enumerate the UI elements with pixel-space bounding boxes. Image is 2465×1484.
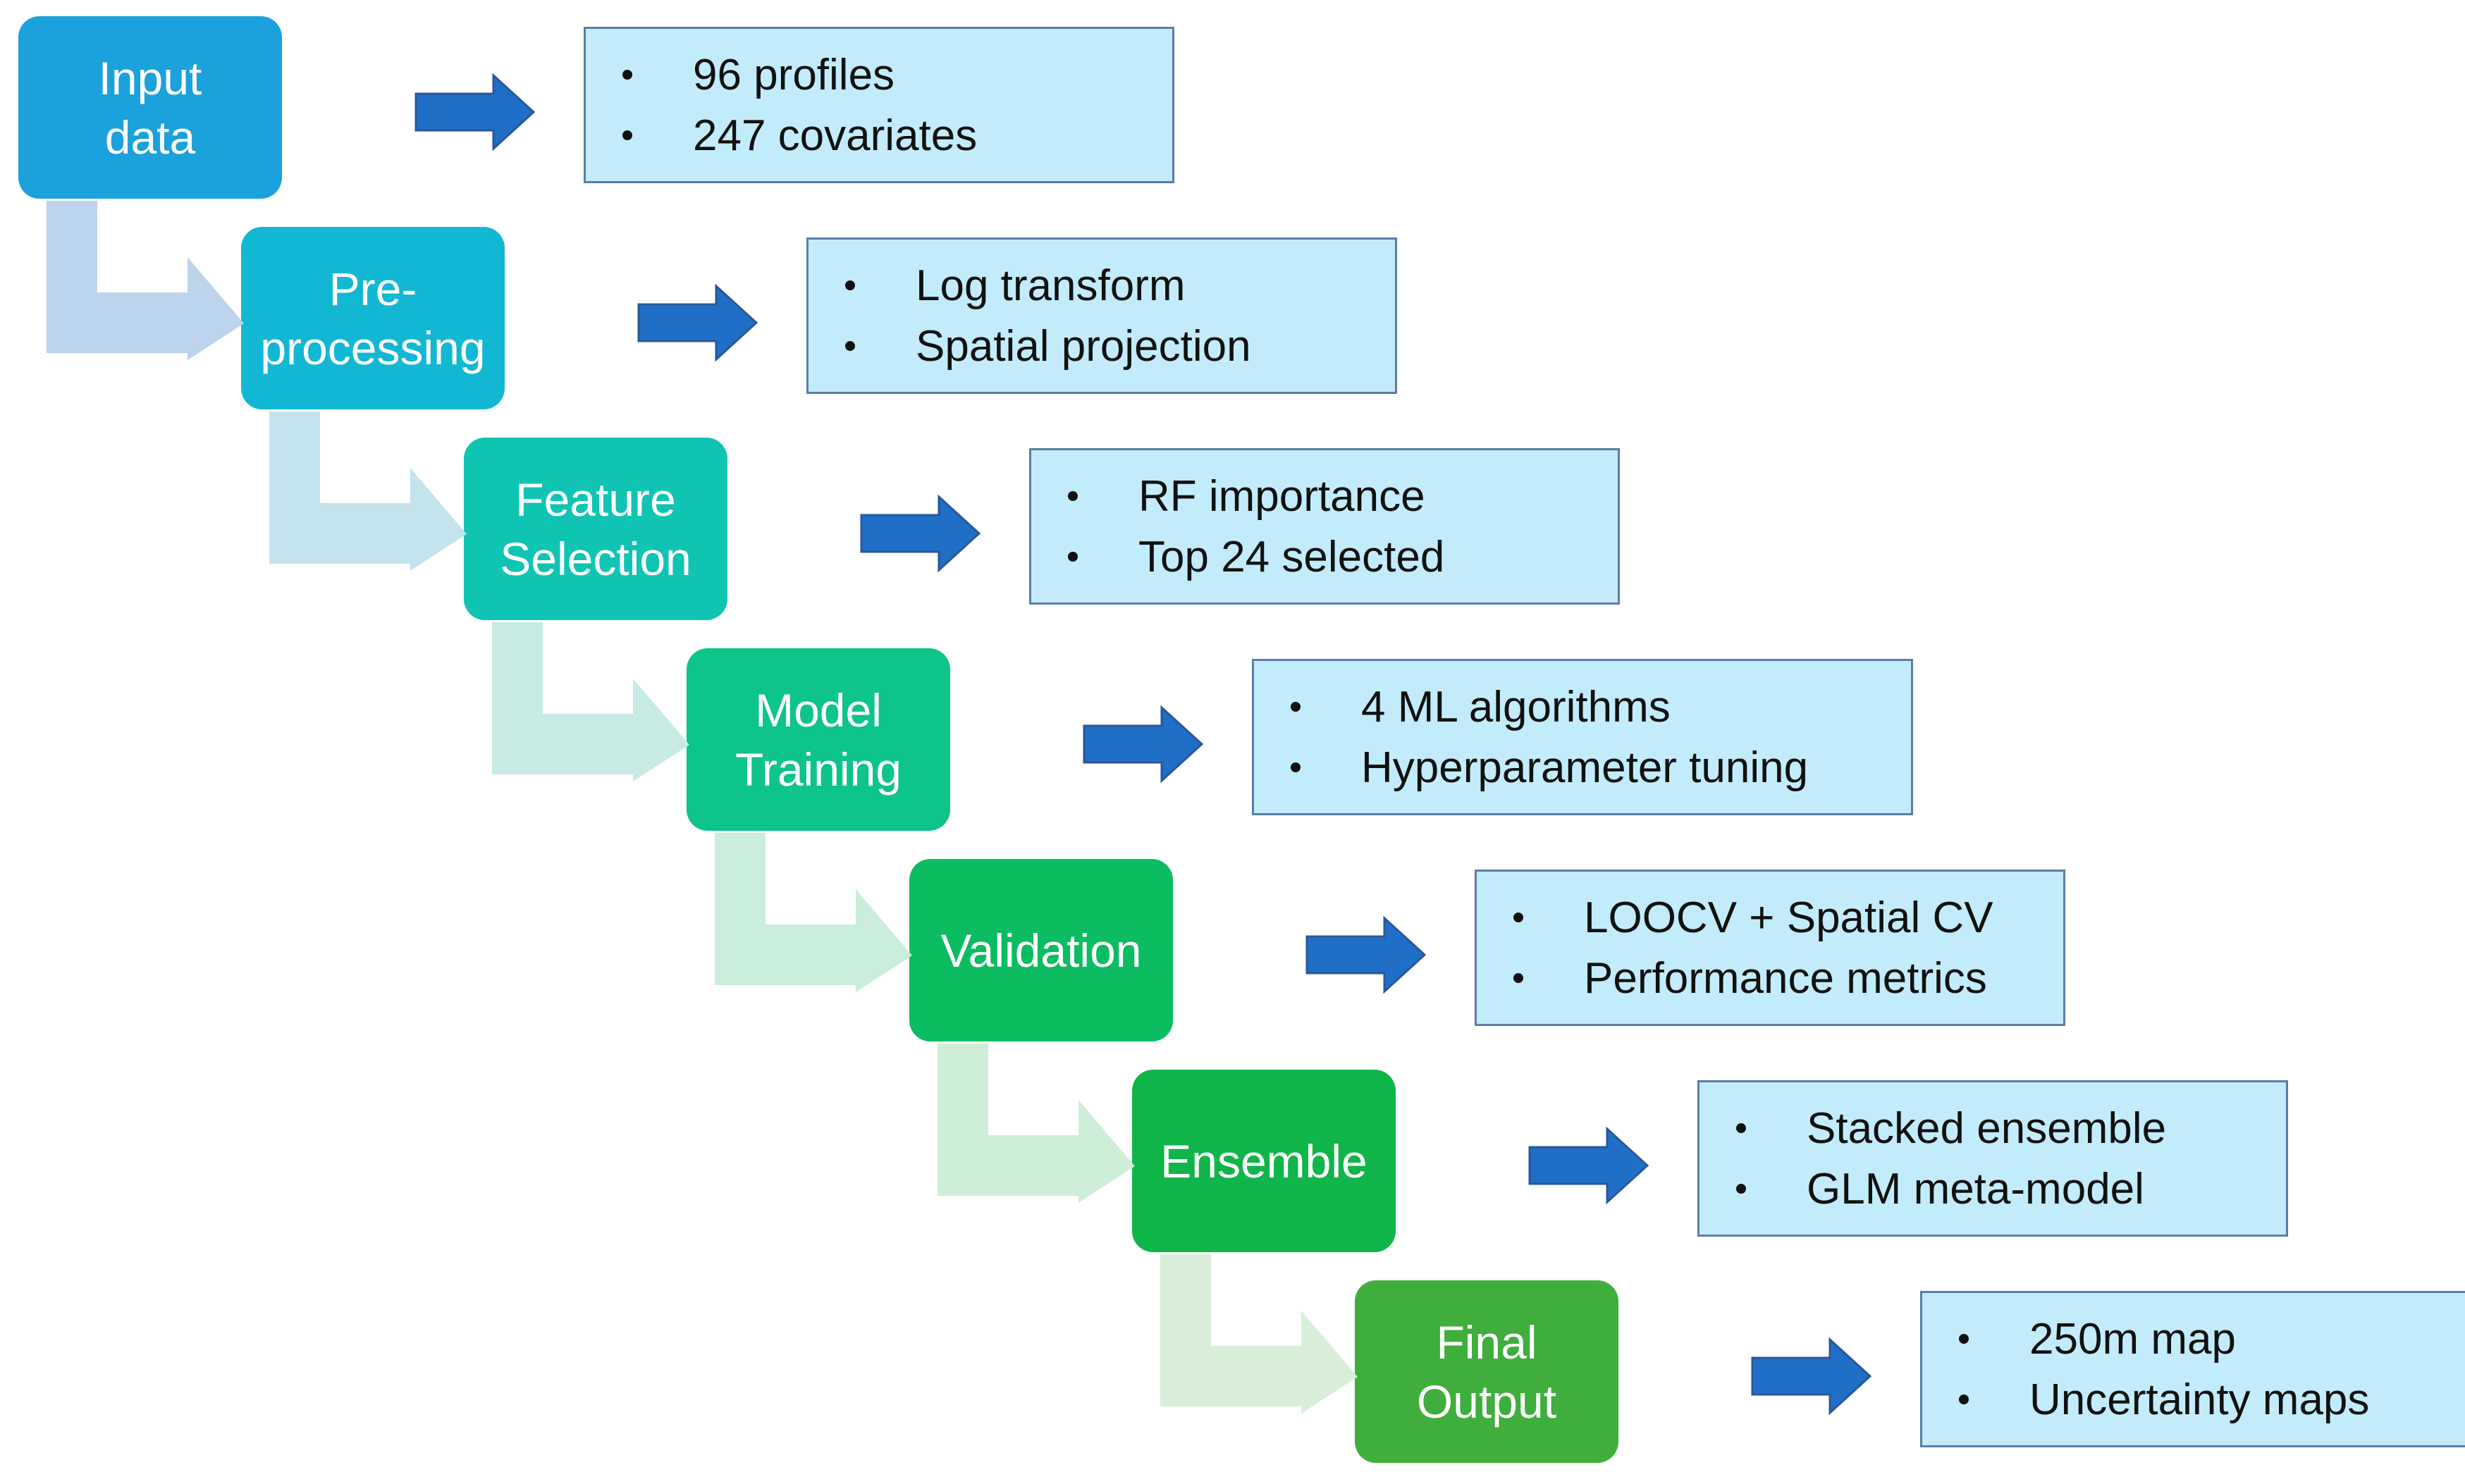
step-input-data: Input data bbox=[18, 16, 282, 199]
bullet-text: GLM meta-model bbox=[1807, 1164, 2144, 1213]
right-arrow-icon bbox=[1305, 916, 1427, 994]
bullet-dot-icon bbox=[1959, 1334, 1969, 1344]
step-ensemble: Ensemble bbox=[1132, 1070, 1396, 1252]
detail-box: LOOCV + Spatial CV Performance metrics bbox=[1475, 870, 2065, 1026]
connector-arrow bbox=[269, 412, 467, 571]
step-label: Feature Selection bbox=[500, 473, 691, 585]
bullet-item: 250m map bbox=[1959, 1309, 2465, 1369]
connector-arrow bbox=[938, 1044, 1135, 1203]
bullet-text: Performance metrics bbox=[1584, 953, 1987, 1003]
right-arrow-icon bbox=[1751, 1337, 1872, 1415]
step-final-output: Final Output bbox=[1355, 1280, 1618, 1463]
step-validation: Validation bbox=[909, 859, 1173, 1041]
bullet-dot-icon bbox=[622, 70, 632, 80]
bullet-text: Spatial projection bbox=[916, 321, 1251, 371]
bullet-item: 4 ML algorithms bbox=[1291, 676, 1911, 737]
bullet-dot-icon bbox=[1068, 491, 1078, 501]
bullet-text: Hyperparameter tuning bbox=[1361, 743, 1809, 792]
bullet-text: LOOCV + Spatial CV bbox=[1584, 893, 1993, 942]
step-label: Final Output bbox=[1416, 1316, 1557, 1428]
right-arrow-icon bbox=[414, 73, 536, 151]
right-arrow-icon bbox=[1083, 705, 1204, 783]
bullet-dot-icon bbox=[1291, 762, 1301, 772]
bullet-dot-icon bbox=[1736, 1184, 1746, 1194]
bullet-dot-icon bbox=[1959, 1395, 1969, 1404]
bullet-item: GLM meta-model bbox=[1736, 1158, 2286, 1219]
bullet-item: Log transform bbox=[845, 255, 1395, 316]
connector-arrow bbox=[1160, 1254, 1358, 1414]
bullet-item: Uncertainty maps bbox=[1959, 1369, 2465, 1430]
connector-arrow bbox=[492, 622, 689, 781]
bullet-text: 96 profiles bbox=[693, 50, 895, 99]
step-pre-processing: Pre- processing bbox=[241, 227, 505, 409]
bullet-text: Stacked ensemble bbox=[1807, 1103, 2167, 1153]
bullet-item: 96 profiles bbox=[622, 44, 1172, 105]
bullet-text: 4 ML algorithms bbox=[1361, 682, 1671, 731]
connector-arrow bbox=[47, 201, 244, 360]
connector-arrow bbox=[715, 833, 912, 992]
bullet-item: LOOCV + Spatial CV bbox=[1513, 887, 2063, 948]
bullet-item: Top 24 selected bbox=[1068, 526, 1618, 587]
bullet-text: 250m map bbox=[2029, 1314, 2236, 1364]
bullet-item: RF importance bbox=[1068, 466, 1618, 526]
bullet-text: 247 covariates bbox=[693, 111, 978, 160]
right-arrow-icon bbox=[1528, 1127, 1649, 1204]
bullet-dot-icon bbox=[1513, 913, 1523, 922]
bullet-text: Log transform bbox=[916, 261, 1186, 310]
step-label: Pre- processing bbox=[260, 262, 486, 374]
bullet-dot-icon bbox=[622, 130, 632, 140]
bullet-dot-icon bbox=[1736, 1123, 1746, 1133]
bullet-dot-icon bbox=[845, 280, 855, 290]
bullet-text: Top 24 selected bbox=[1138, 532, 1445, 581]
right-arrow-icon bbox=[637, 284, 758, 361]
bullet-item: Hyperparameter tuning bbox=[1291, 737, 1911, 798]
step-label: Input data bbox=[98, 51, 202, 163]
step-label: Ensemble bbox=[1160, 1134, 1367, 1187]
step-label: Validation bbox=[940, 924, 1142, 977]
bullet-item: 247 covariates bbox=[622, 105, 1172, 166]
bullet-item: Performance metrics bbox=[1513, 948, 2063, 1008]
detail-box: 96 profiles 247 covariates bbox=[584, 27, 1174, 183]
bullet-text: RF importance bbox=[1138, 471, 1425, 521]
bullet-dot-icon bbox=[1513, 973, 1523, 983]
bullet-text: Uncertainty maps bbox=[2029, 1375, 2370, 1424]
bullet-item: Stacked ensemble bbox=[1736, 1098, 2286, 1158]
step-label: Model Training bbox=[735, 684, 902, 796]
bullet-dot-icon bbox=[1291, 702, 1301, 712]
right-arrow-icon bbox=[860, 495, 981, 572]
bullet-dot-icon bbox=[845, 341, 855, 351]
bullet-dot-icon bbox=[1068, 552, 1078, 562]
bullet-item: Spatial projection bbox=[845, 316, 1395, 376]
step-feature-selection: Feature Selection bbox=[464, 438, 727, 620]
step-model-training: Model Training bbox=[687, 648, 950, 831]
